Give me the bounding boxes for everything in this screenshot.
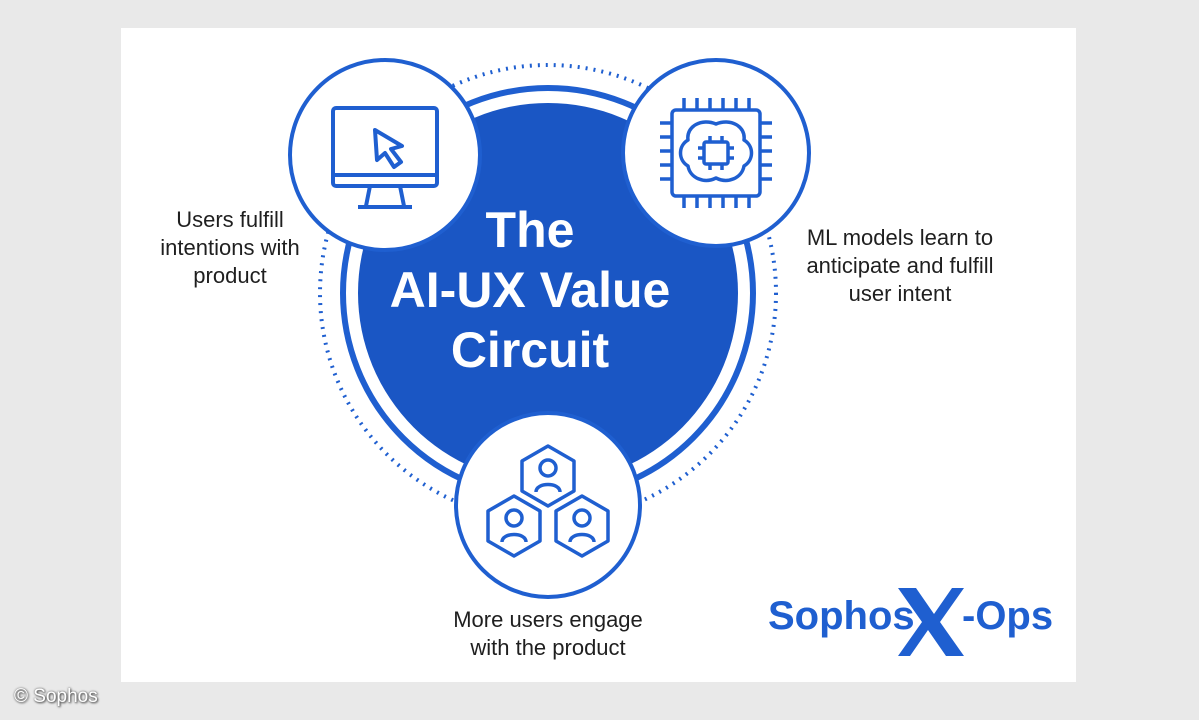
logo-x-mark <box>898 588 964 656</box>
node-users <box>288 58 482 252</box>
logo-text-right: -Ops <box>962 594 1054 638</box>
sophos-xops-logo: Sophos -Ops <box>766 580 1066 660</box>
label-more-users: More users engage with the product <box>453 607 643 660</box>
outer-dotted-ring <box>318 63 778 523</box>
logo-text-left: Sophos <box>768 594 915 638</box>
label-users-fulfill: Users fulfill intentions with product <box>160 207 300 288</box>
node-engage <box>454 411 642 599</box>
label-ml-models: ML models learn to anticipate and fulfil… <box>806 225 994 306</box>
center-title: The AI-UX Value Circuit <box>389 202 671 378</box>
node-ml <box>621 58 811 248</box>
copyright-notice: © Sophos <box>14 686 98 707</box>
chip-brain-icon <box>660 98 772 208</box>
users-hexagon-icon <box>486 444 610 558</box>
monitor-cursor-icon <box>331 106 439 209</box>
